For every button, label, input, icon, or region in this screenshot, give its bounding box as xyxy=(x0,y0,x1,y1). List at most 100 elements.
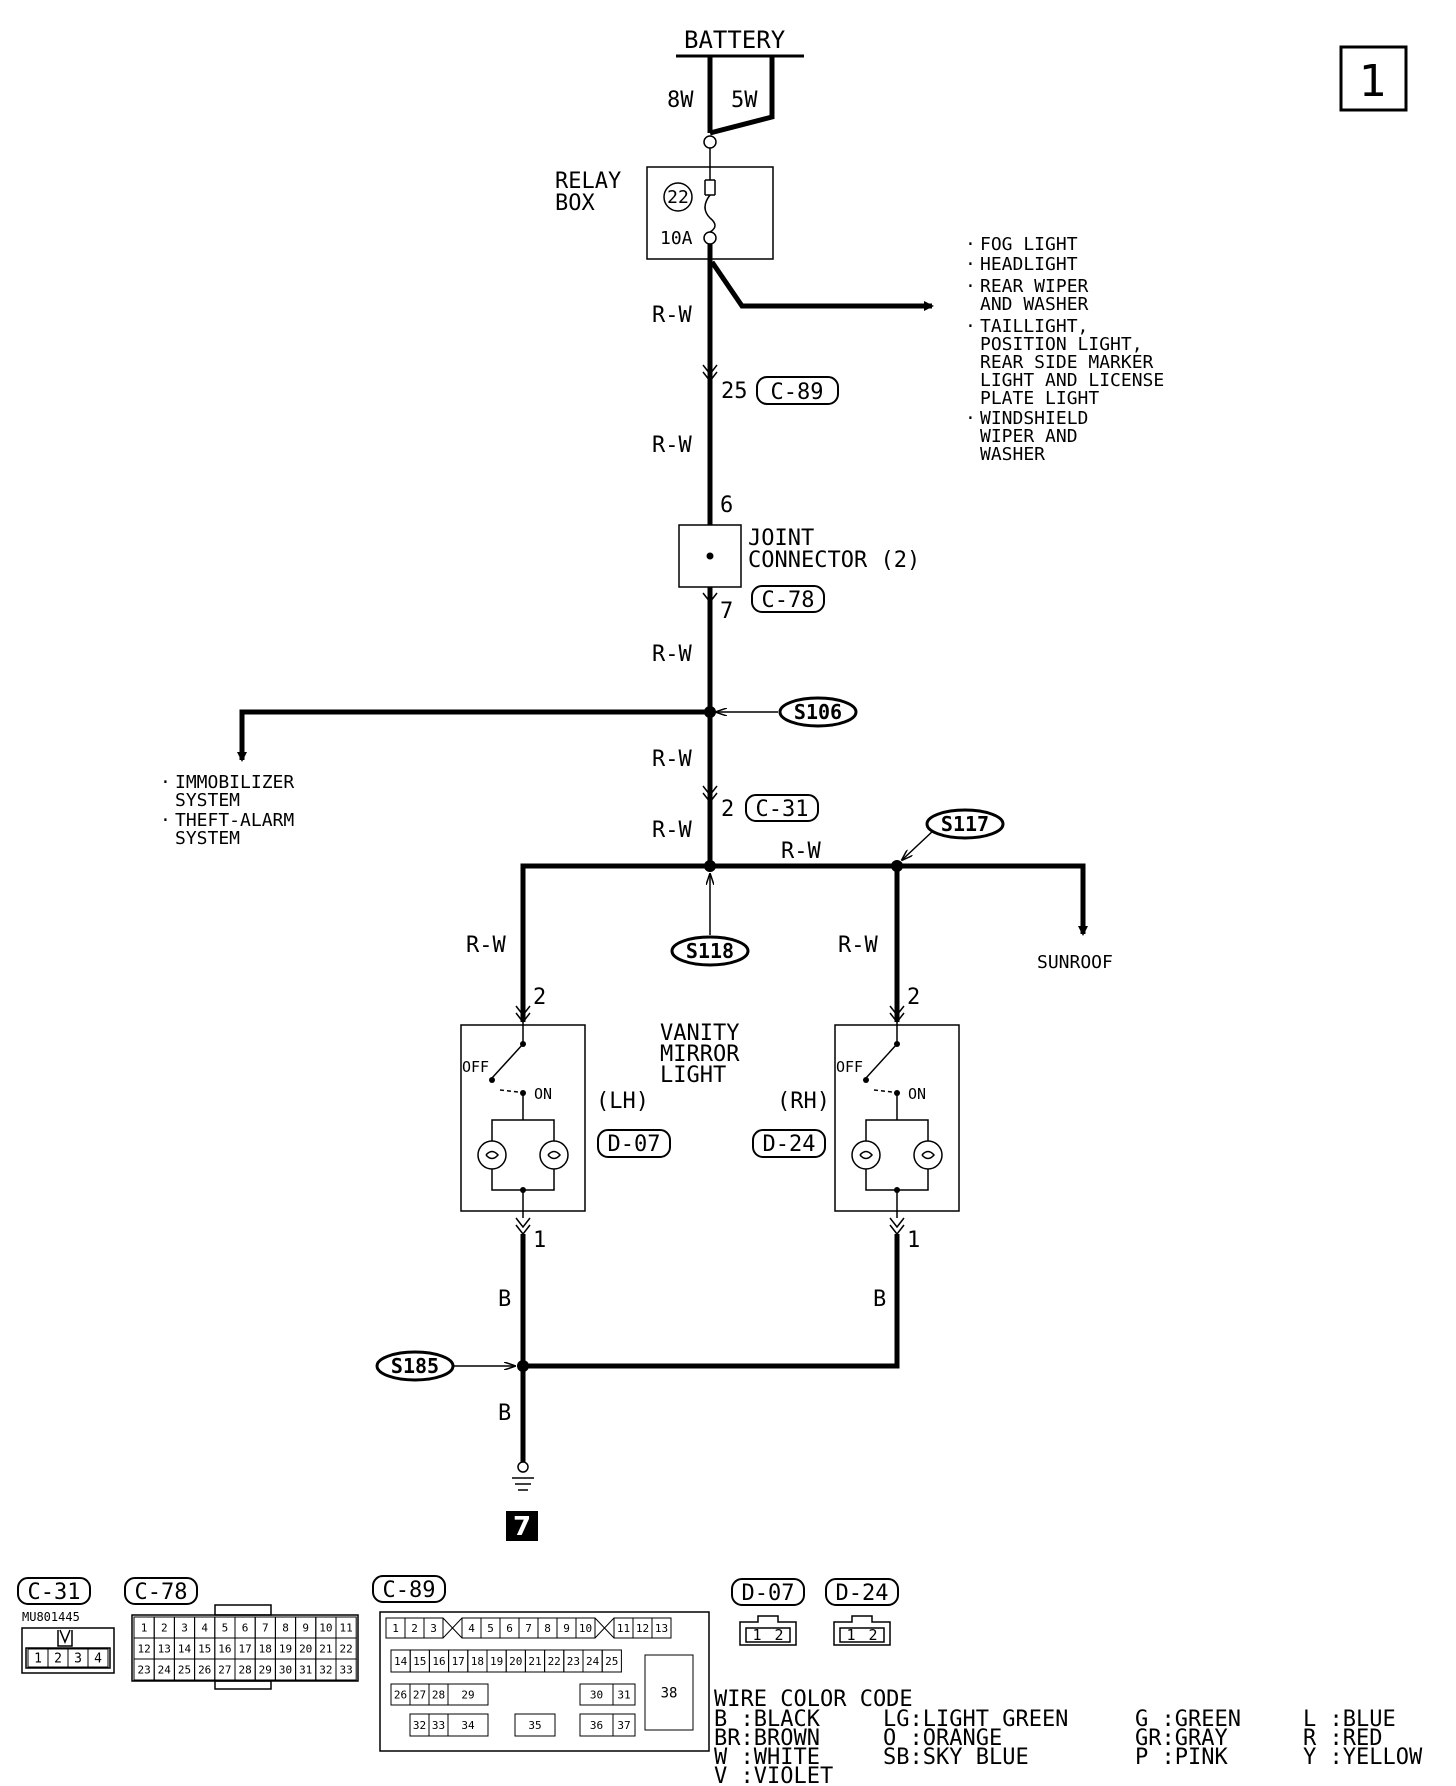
left-loads: · IMMOBILIZER SYSTEM · THEFT-ALARM SYSTE… xyxy=(160,772,294,849)
c78-pin-24: 24 xyxy=(158,1663,172,1676)
cv-c89-ref: C-89 xyxy=(383,1578,436,1603)
c78-pin-8: 8 xyxy=(282,1621,289,1634)
svg-text:1: 1 xyxy=(752,1626,761,1644)
c89-pin-9: 9 xyxy=(563,1622,570,1635)
rh-pin-top: 2 xyxy=(907,985,920,1010)
svg-text:O :ORANGE: O :ORANGE xyxy=(883,1726,1002,1751)
relay-box: RELAY BOX 22 10A xyxy=(555,135,774,260)
cv-d24-ref: D-24 xyxy=(836,1581,889,1606)
joint-label-1: JOINT xyxy=(748,526,814,551)
joint-ref: C-78 xyxy=(762,588,815,613)
c78-pin-7: 7 xyxy=(262,1621,269,1634)
c31-pin-2: 2 xyxy=(54,1652,62,1667)
c31-pin-4: 4 xyxy=(94,1652,102,1667)
connector-view-c89: C-89 xyxy=(372,1575,710,1752)
c89-pin-34: 34 xyxy=(461,1719,475,1732)
lh-switch-off: OFF xyxy=(462,1058,489,1076)
svg-text:LG:LIGHT GREEN: LG:LIGHT GREEN xyxy=(883,1707,1068,1732)
c89-pin-29: 29 xyxy=(461,1688,474,1701)
c89-pin-35-cell xyxy=(514,1713,556,1737)
ground-icon xyxy=(512,1477,534,1491)
fuse-top-terminal xyxy=(703,135,717,149)
load-5-line-2: WIPER AND xyxy=(980,426,1078,447)
rh-pin-bottom: 1 xyxy=(907,1228,920,1253)
c89-pin-21: 21 xyxy=(528,1655,541,1668)
c89-blank-pin xyxy=(594,1617,615,1639)
c78-pin-2: 2 xyxy=(161,1621,168,1634)
left-load-1-line-2: SYSTEM xyxy=(175,790,240,811)
c89-pin-30: 30 xyxy=(590,1688,603,1701)
s106-label: S106 xyxy=(794,700,842,724)
wire-label-b-lh: B xyxy=(498,1287,511,1312)
lh-switch-on: ON xyxy=(534,1085,552,1103)
c89-pin-1: 1 xyxy=(392,1622,399,1635)
load-3-line-1: REAR WIPER xyxy=(980,276,1089,297)
c78-pin-33-cell xyxy=(335,1658,357,1681)
c78-pin-10: 10 xyxy=(319,1621,332,1634)
c78-pin-14: 14 xyxy=(178,1642,192,1655)
c89-pin-11: 11 xyxy=(617,1622,630,1635)
c89-pin-12: 12 xyxy=(636,1622,649,1635)
c89-pin-3-cell xyxy=(423,1617,444,1639)
c78-pin-1: 1 xyxy=(141,1621,148,1634)
c89-pin-2: 2 xyxy=(411,1622,418,1635)
c89-pin-24: 24 xyxy=(586,1655,600,1668)
c78-pin-13: 13 xyxy=(158,1642,171,1655)
c78-pin-12: 12 xyxy=(137,1642,150,1655)
vanity-title-3: LIGHT xyxy=(660,1063,726,1088)
fuse-icon xyxy=(704,148,716,233)
joint-pin-in: 6 xyxy=(720,493,733,518)
c89-pin-7: 7 xyxy=(525,1622,532,1635)
svg-text:R :RED: R :RED xyxy=(1303,1726,1382,1751)
relay-box-label-2: BOX xyxy=(555,191,595,216)
load-4-line-3: REAR SIDE MARKER xyxy=(980,352,1154,373)
connector-view-c31: C-31 MU801445 xyxy=(17,1577,115,1674)
branch-to-loads: · FOG LIGHT · HEADLIGHT · REAR WIPER AND… xyxy=(709,234,1164,465)
c89-pin-8: 8 xyxy=(544,1622,551,1635)
svg-text:V :VIOLET: V :VIOLET xyxy=(714,1764,833,1786)
c89-pin-17: 17 xyxy=(452,1655,465,1668)
fuse-rating: 10A xyxy=(660,228,693,249)
c78-pin-18: 18 xyxy=(259,1642,272,1655)
rh-bulb-left-icon xyxy=(851,1140,881,1170)
ground-id: 7 xyxy=(513,1512,531,1542)
c89-pin-31: 31 xyxy=(617,1688,630,1701)
battery-wire-5w: 5W xyxy=(731,88,758,113)
c31-pin-4-cell xyxy=(87,1648,109,1668)
c89-pin-33: 33 xyxy=(432,1719,445,1732)
svg-text:L :BLUE: L :BLUE xyxy=(1303,1707,1396,1732)
c78-pin-16: 16 xyxy=(218,1642,231,1655)
rh-side: (RH) xyxy=(777,1089,830,1114)
load-5-line-3: WASHER xyxy=(980,444,1045,465)
vanity-light-lh: R-W 2 OFF ON 1 (LH) D-07 xyxy=(460,933,671,1253)
connector-view-c78: C-78 xyxy=(124,1577,359,1690)
svg-text:G :GREEN: G :GREEN xyxy=(1135,1707,1241,1732)
c89-pin-26: 26 xyxy=(394,1688,407,1701)
connector-view-d24: D-24 1 2 xyxy=(825,1578,899,1646)
c78-pin-26: 26 xyxy=(198,1663,211,1676)
c89-pin-38: 38 xyxy=(661,1686,678,1702)
c78-pin-15: 15 xyxy=(198,1642,211,1655)
c89-pin-25-cell xyxy=(601,1649,622,1673)
cv-d07-ref: D-07 xyxy=(742,1581,795,1606)
c31-pin: 2 xyxy=(721,797,734,822)
vanity-light-rh: R-W 2 OFF ON 1 (RH) D-24 xyxy=(752,933,960,1253)
c78-pin-27: 27 xyxy=(218,1663,231,1676)
c89-pin-32: 32 xyxy=(413,1719,426,1732)
wire-label-rw-5: R-W xyxy=(652,818,692,843)
s118-label: S118 xyxy=(686,939,734,963)
c89-pin-19: 19 xyxy=(490,1655,503,1668)
svg-text:·: · xyxy=(965,254,976,275)
c89-pin-36: 36 xyxy=(590,1719,603,1732)
svg-text:GR:GRAY: GR:GRAY xyxy=(1135,1726,1228,1751)
lh-bulb-right-icon xyxy=(539,1140,569,1170)
c78-pin-31: 31 xyxy=(299,1663,312,1676)
svg-text:BR:BROWN: BR:BROWN xyxy=(714,1726,820,1751)
joint-connector: JOINT CONNECTOR (2) C-78 7 xyxy=(678,524,920,624)
svg-text:Y :YELLOW: Y :YELLOW xyxy=(1303,1745,1423,1770)
branch-loads-list: · FOG LIGHT · HEADLIGHT · REAR WIPER AND… xyxy=(965,234,1164,465)
c89-pin-23: 23 xyxy=(567,1655,580,1668)
c78-pin-25: 25 xyxy=(178,1663,191,1676)
